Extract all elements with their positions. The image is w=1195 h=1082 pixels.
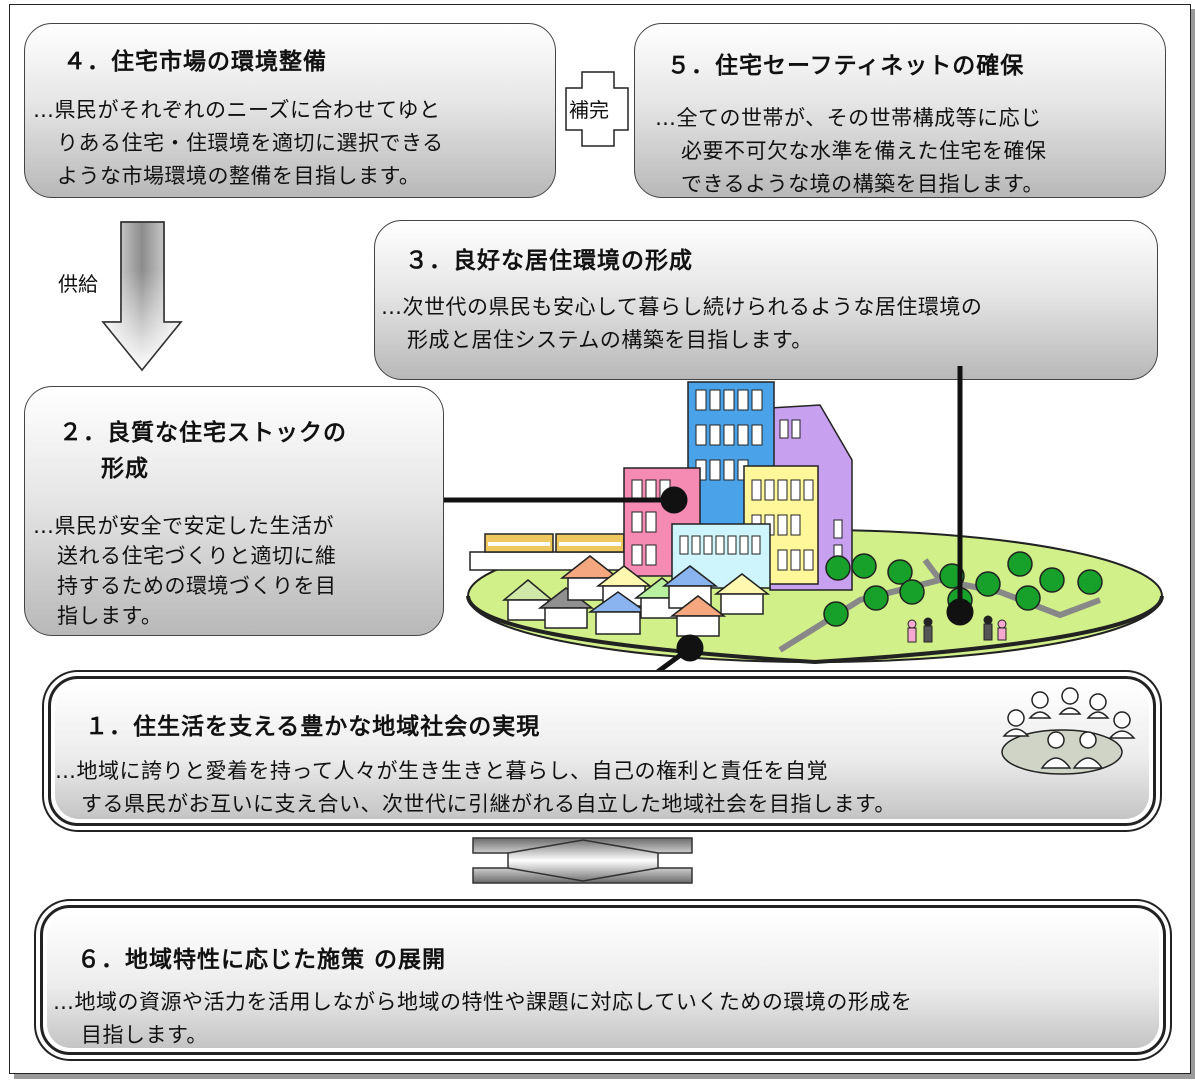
box-safety-net-title: ５．住宅セーフティネットの確保 xyxy=(667,53,1025,79)
box-regional-measures: ６．地域特性に応じた施策 の展開 …地域の資源や活力を活用しながら地域の特性や課… xyxy=(40,905,1166,1055)
body-line: りある住宅・住環境を適切に選択できる xyxy=(57,131,444,155)
body-line: 目指します。 xyxy=(81,1023,208,1047)
box-community: １．住生活を支える豊かな地域社会の実現 …地域に誇りと愛着を持って人々が生き生き… xyxy=(48,676,1156,826)
box-safety-net-body: …全ての世帯が、その世帯構成等に応じ 必要不可欠な水準を備えた住宅を確保 できる… xyxy=(655,102,1047,201)
box-housing-market: ４．住宅市場の環境整備 …県民がそれぞれのニーズに合わせてゆと りある住宅・住環… xyxy=(24,23,556,198)
box-quality-housing-stock-body: …県民が安全で安定した生活が 送れる住宅づくりと適切に維 持するための環境づくり… xyxy=(33,511,337,631)
body-line: …次世代の県民も安心して暮らし続けられるような居住環境の xyxy=(381,295,983,319)
supply-label: 供給 xyxy=(58,272,98,296)
body-line: …県民がそれぞれのニーズに合わせてゆと xyxy=(33,98,441,122)
title-line: ２．良質な住宅ストックの xyxy=(59,420,347,446)
body-line: する県民がお互いに支え合い、次世代に引継がれる自立した地域社会を目指します。 xyxy=(81,792,896,816)
box-living-environment: ３．良好な居住環境の形成 …次世代の県民も安心して暮らし続けられるような居住環境… xyxy=(374,220,1158,380)
box-regional-measures-inner xyxy=(47,912,1159,1048)
box-housing-market-body: …県民がそれぞれのニーズに合わせてゆと りある住宅・住環境を適切に選択できる よ… xyxy=(33,94,444,193)
body-line: 指します。 xyxy=(57,604,163,628)
box-quality-housing-stock-title: ２．良質な住宅ストックの 形成 xyxy=(59,415,347,487)
body-line: 持するための環境づくりを目 xyxy=(57,574,337,598)
box-quality-housing-stock: ２．良質な住宅ストックの 形成 …県民が安全で安定した生活が 送れる住宅づくりと… xyxy=(24,386,444,636)
body-line: 形成と居住システムの構築を目指します。 xyxy=(407,328,813,352)
box-living-environment-body: …次世代の県民も安心して暮らし続けられるような居住環境の 形成と居住システムの構… xyxy=(381,291,982,357)
box-regional-measures-body: …地域の資源や活力を活用しながら地域の特性や課題に対応していくための環境の形成を… xyxy=(53,986,912,1052)
body-line: …地域の資源や活力を活用しながら地域の特性や課題に対応していくための環境の形成を xyxy=(53,990,913,1014)
box-safety-net: ５．住宅セーフティネットの確保 …全ての世帯が、その世帯構成等に応じ 必要不可欠… xyxy=(634,23,1166,198)
complement-label: 補完 xyxy=(569,98,609,122)
box-community-inner xyxy=(55,683,1149,819)
body-line: ような市場環境の整備を目指します。 xyxy=(57,164,421,188)
body-line: …地域に誇りと愛着を持って人々が生き生きと暮らし、自己の権利と責任を自覚 xyxy=(55,759,828,783)
body-line: できるような境の構築を目指します。 xyxy=(681,172,1044,196)
body-line: 送れる住宅づくりと適切に維 xyxy=(57,544,337,568)
title-line: 形成 xyxy=(101,456,149,482)
box-community-body: …地域に誇りと愛着を持って人々が生き生きと暮らし、自己の権利と責任を自覚 する県… xyxy=(55,755,896,821)
box-living-environment-title: ３．良好な居住環境の形成 xyxy=(405,248,693,274)
box-housing-market-title: ４．住宅市場の環境整備 xyxy=(63,49,327,75)
body-line: …県民が安全で安定した生活が xyxy=(33,514,334,538)
box-community-title: １．住生活を支える豊かな地域社会の実現 xyxy=(85,714,541,740)
body-line: …全ての世帯が、その世帯構成等に応じ xyxy=(655,106,1042,130)
body-line: 必要不可欠な水準を備えた住宅を確保 xyxy=(681,139,1047,163)
box-regional-measures-title: ６．地域特性に応じた施策 の展開 xyxy=(77,947,447,973)
